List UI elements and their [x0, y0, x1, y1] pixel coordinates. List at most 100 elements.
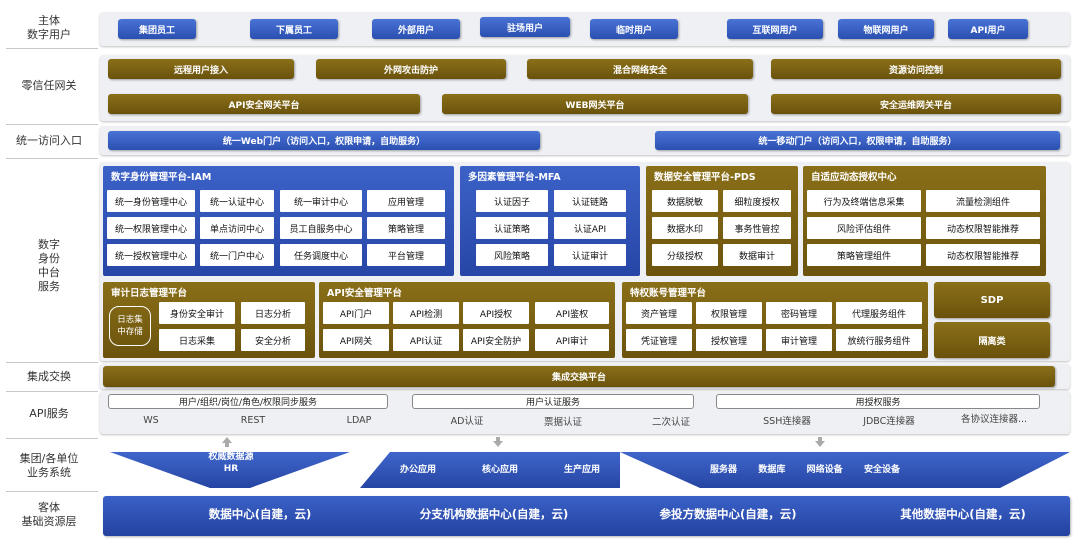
iam-title: 数字身份管理平台-IAM [111, 172, 212, 183]
iam-cell: 统一认证中心 [200, 190, 274, 212]
pam-cell: 权限管理 [696, 302, 762, 324]
business-devices: 服务器 数据库 网络设备 安全设备 [710, 462, 900, 482]
user-group: 集团员工 [118, 19, 196, 39]
pam-panel: 特权账号管理平台 资产管理 权限管理 密码管理 代理服务组件 凭证管理 授权管理… [622, 282, 928, 358]
api-mgmt-cell: API授权 [463, 302, 529, 324]
api-item-ticket: 票据认证 [543, 417, 582, 428]
adaptive-cell: 行为及终端信息采集 [807, 190, 921, 212]
mfa-cell: 认证链路 [554, 190, 626, 212]
user-external: 外部用户 [372, 19, 460, 39]
row-label-access: 统一访问入口 [16, 134, 82, 147]
api-mgmt-panel: API安全管理平台 API门户 API检测 API授权 API鉴权 API网关 … [319, 282, 615, 358]
adaptive-cell: 动态权限智能推荐 [926, 217, 1040, 239]
adaptive-title: 自适应动态授权中心 [811, 172, 897, 183]
app-office: 办公应用 [400, 465, 437, 475]
authorize-service: 用授权服务 [716, 394, 1040, 409]
zt-resource-control: 资源访问控制 [771, 59, 1061, 79]
pam-cell: 审计管理 [766, 329, 832, 351]
audit-cell: 日志分析 [241, 302, 305, 324]
api-mgmt-cell: API网关 [323, 329, 389, 351]
pam-cell: 代理服务组件 [836, 302, 922, 324]
row-separator [6, 391, 98, 392]
row-separator [6, 158, 98, 159]
zt-remote-access: 远程用户接入 [108, 59, 294, 79]
pds-cell: 分级授权 [652, 244, 718, 266]
api-item-2fa: 二次认证 [651, 417, 690, 428]
resource-dc-own: 数据中心(自建，云) [208, 507, 312, 521]
pam-cell: 资产管理 [626, 302, 692, 324]
row-label-users: 主体 数字用户 [27, 14, 71, 41]
resource-dc-other: 其他数据中心(自建，云) [900, 507, 1026, 521]
log-storage-icon: 日志集 中存储 [109, 306, 151, 346]
business-apps: 办公应用 核心应用 生产应用 [400, 462, 600, 482]
mfa-cell: 认证审计 [554, 244, 626, 266]
hr-funnel [110, 452, 350, 488]
iam-cell: 单点访问中心 [200, 217, 274, 239]
user-api: API用户 [948, 19, 1028, 39]
pds-cell: 事务性管控 [723, 217, 791, 239]
iam-cell: 策略管理 [367, 217, 445, 239]
pds-cell: 细粒度授权 [723, 190, 791, 212]
row-separator [6, 438, 98, 439]
pam-title: 特权账号管理平台 [630, 288, 707, 299]
zt-hybrid-network: 混合网络安全 [527, 59, 753, 79]
resource-dc-branch: 分支机构数据中心(自建，云) [419, 507, 569, 521]
mfa-title: 多因素管理平台-MFA [468, 172, 561, 183]
adaptive-cell: 动态权限智能推荐 [926, 244, 1040, 266]
device-server: 服务器 [710, 465, 738, 475]
row-label-integration: 集成交换 [27, 370, 71, 383]
audit-cell: 安全分析 [241, 329, 305, 351]
pds-title: 数据安全管理平台-PDS [654, 172, 756, 183]
pam-cell: 凭证管理 [626, 329, 692, 351]
iam-cell: 平台管理 [367, 244, 445, 266]
iam-cell: 应用管理 [367, 190, 445, 212]
web-portal: 统一Web门户（访问入口，权限申请，自助服务） [108, 131, 540, 150]
up-arrow-icon [222, 437, 232, 443]
arrow-stem [818, 437, 822, 441]
mfa-cell: 认证API [554, 217, 626, 239]
adaptive-cell: 风险评估组件 [807, 217, 921, 239]
iam-cell: 统一身份管理中心 [107, 190, 195, 212]
iam-panel: 数字身份管理平台-IAM 统一身份管理中心 统一认证中心 统一审计中心 应用管理… [103, 166, 454, 276]
iam-cell: 任务调度中心 [280, 244, 362, 266]
api-item-ws: WS [143, 414, 159, 426]
pam-cell: 授权管理 [696, 329, 762, 351]
pam-cell: 放统行服务组件 [836, 329, 922, 351]
device-network: 网络设备 [806, 465, 843, 475]
row-separator [6, 491, 98, 492]
app-core: 核心应用 [481, 465, 518, 475]
sdp-box: SDP [934, 282, 1050, 318]
api-mgmt-cell: API认证 [393, 329, 459, 351]
row-separator [6, 124, 98, 125]
row-label-resources: 客体 基础资源层 [21, 501, 77, 528]
api-mgmt-cell: API安全防护 [463, 329, 529, 351]
audit-cell: 身份安全审计 [159, 302, 235, 324]
api-mgmt-cell: API检测 [393, 302, 459, 324]
pds-panel: 数据安全管理平台-PDS 数据脱敏 细粒度授权 数据水印 事务性管控 分级授权 … [646, 166, 798, 276]
iam-cell: 统一授权管理中心 [107, 244, 195, 266]
sync-service: 用户/组织/岗位/角色/权限同步服务 [108, 394, 388, 409]
devices-trapezoid [620, 452, 1070, 488]
apps-trapezoid [360, 452, 620, 488]
device-database: 数据库 [758, 465, 786, 475]
user-internet: 互联网用户 [727, 19, 823, 39]
isolation-box: 隔离类 [934, 322, 1050, 358]
api-mgmt-cell: API门户 [323, 302, 389, 324]
user-iot: 物联网用户 [838, 19, 934, 39]
api-item-ldap: LDAP [346, 414, 372, 426]
down-arrow-icon [815, 441, 825, 447]
api-mgmt-cell: API鉴权 [535, 302, 609, 324]
pam-cell: 密码管理 [766, 302, 832, 324]
audit-title: 审计日志管理平台 [111, 288, 188, 299]
adaptive-cell: 策略管理组件 [807, 244, 921, 266]
mobile-portal: 统一移动门户（访问入口，权限申请，自助服务） [655, 131, 1060, 150]
arrow-stem [225, 443, 229, 447]
iam-cell: 统一门户中心 [200, 244, 274, 266]
mfa-panel: 多因素管理平台-MFA 认证因子 认证链路 认证策略 认证API 风险策略 认证… [460, 166, 640, 276]
row-separator [6, 48, 98, 49]
adaptive-cell: 流量检测组件 [926, 190, 1040, 212]
row-label-business: 集团/各单位 业务系统 [19, 452, 79, 479]
resource-dc-partner: 参投方数据中心(自建，云) [659, 507, 797, 521]
hr-source: 权威数据源 HR [208, 452, 254, 474]
audit-cell: 日志采集 [159, 329, 235, 351]
